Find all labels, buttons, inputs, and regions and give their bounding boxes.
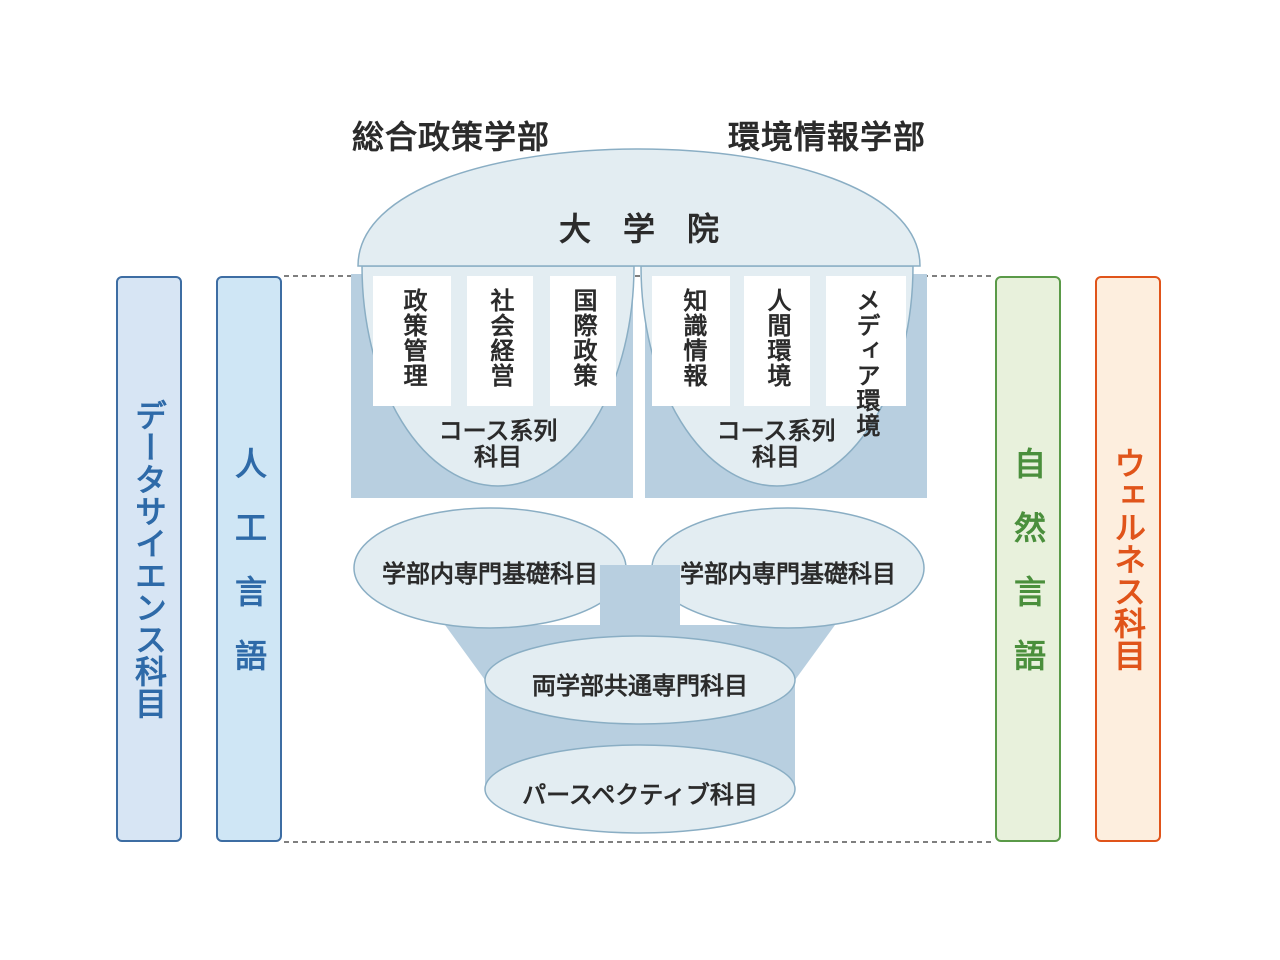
- course-label: 政策管理: [399, 288, 427, 388]
- pillar-data-science: データサイエンス科目: [116, 276, 182, 842]
- course-label: 国際政策: [569, 288, 597, 388]
- pillar-artificial-language-label: 人 工 言 語: [230, 447, 268, 671]
- pillar-natural-language: 自 然 言 語: [995, 276, 1061, 842]
- course-panel-3: [550, 276, 616, 406]
- course-media-environment: メディア環境: [833, 276, 899, 438]
- course-label: メディア環境: [852, 288, 880, 438]
- course-label: 知識情報: [679, 288, 707, 388]
- course-international-policy: 国際政策: [550, 276, 616, 406]
- foundation-label-right: 学部内専門基礎科目: [680, 560, 896, 588]
- course-series-caption-right: コース系列 科目: [716, 417, 836, 471]
- course-panel-2: [467, 276, 533, 406]
- pillar-artificial-language: 人 工 言 語: [216, 276, 282, 842]
- perspective-ellipse: [484, 744, 796, 834]
- graduate-label: 大 学 院: [558, 210, 719, 248]
- pillar-natural-language-label: 自 然 言 語: [1009, 447, 1047, 671]
- course-series-caption-left: コース系列 科目: [438, 417, 558, 471]
- course-panel-4: [652, 276, 730, 406]
- course-panel-6: [826, 276, 906, 406]
- course-human-environment: 人間環境: [744, 276, 810, 406]
- pillar-data-science-label: データサイエンス科目: [130, 399, 168, 719]
- faculty-heading-policy: 総合政策学部: [352, 118, 551, 156]
- faculty-heading-environment: 環境情報学部: [728, 118, 927, 156]
- course-panel-5: [744, 276, 810, 406]
- pillar-wellness: ウェルネス科目: [1095, 276, 1161, 842]
- common-ellipse: [484, 635, 796, 725]
- course-label: 人間環境: [763, 288, 791, 388]
- graduate-dome: [357, 148, 921, 267]
- course-social-management: 社会経営: [467, 276, 533, 406]
- perspective-label: パースペクティブ科目: [522, 781, 758, 809]
- foundation-label-left: 学部内専門基礎科目: [382, 560, 598, 588]
- funnel-center-fill: [600, 565, 680, 625]
- pillar-wellness-label: ウェルネス科目: [1109, 447, 1147, 671]
- course-label: 社会経営: [486, 288, 514, 388]
- course-panel-1: [373, 276, 451, 406]
- course-policy-management: 政策管理: [380, 276, 446, 406]
- course-knowledge-information: 知識情報: [660, 276, 726, 406]
- common-label: 両学部共通専門科目: [532, 672, 748, 700]
